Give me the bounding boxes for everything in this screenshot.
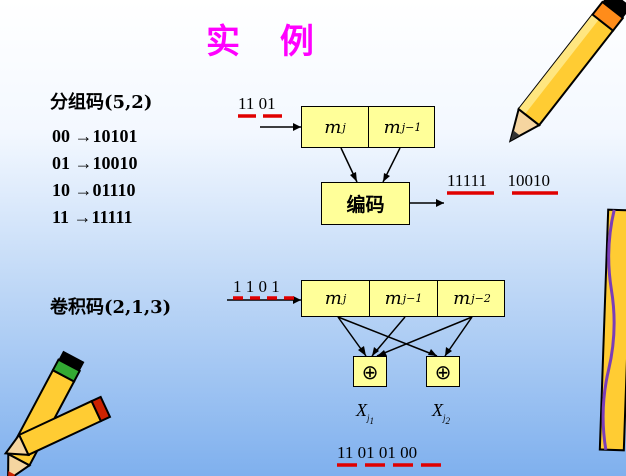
- block-code-label: 分组码(5,2): [50, 88, 152, 114]
- output-label-2: Xj2: [432, 400, 450, 425]
- mapping-output: 11111: [91, 207, 133, 227]
- mapping-output: 01110: [92, 180, 136, 200]
- mapping-row-3: 11 →11111: [52, 207, 133, 228]
- register-subscript: j: [342, 292, 347, 305]
- register-symbol: m: [324, 288, 342, 309]
- output-subscript: j: [367, 412, 370, 423]
- mapping-output: 10010: [92, 153, 138, 173]
- output-bit-pair: 00: [400, 443, 418, 462]
- conv-code-label-text: 卷积码: [50, 297, 104, 318]
- input-bit: 1: [271, 277, 280, 296]
- mapping-output: 10101: [92, 126, 138, 146]
- underline-marks: [233, 114, 558, 467]
- register-subscript: j−1: [402, 292, 423, 305]
- input-bit: 1: [245, 277, 255, 296]
- xor-adder-1: ⊕: [353, 356, 387, 387]
- output-bit-pair: 11: [337, 443, 354, 462]
- register-symbol: m: [383, 116, 401, 138]
- input-bit-group: 01: [258, 94, 276, 113]
- output-bit-pair: 01: [357, 443, 375, 462]
- output-subscript: j: [443, 412, 446, 423]
- mapping-input: 01: [52, 153, 70, 173]
- output-symbol: X: [432, 400, 443, 420]
- register-symbol: m: [324, 116, 342, 138]
- register-symbol: m: [453, 288, 471, 309]
- block-code-label-text: 分组码: [50, 92, 104, 113]
- conv-input-bits: 1 1 0 1: [233, 277, 280, 297]
- input-bit-group: 11: [238, 94, 255, 113]
- register-symbol: m: [384, 288, 402, 309]
- output-subsubscript: 1: [369, 415, 375, 426]
- conv-code-label: 卷积码(2,1,3): [50, 293, 171, 319]
- conv-output-bits: 11 01 01 00: [337, 443, 417, 463]
- output-symbol: X: [356, 400, 367, 420]
- block-input-bits: 11 01: [238, 94, 276, 114]
- mapping-input: 10: [52, 180, 70, 200]
- arrow-icon: →: [74, 180, 93, 200]
- mapping-row-0: 00 →10101: [52, 126, 138, 147]
- slide-title: 实 例: [206, 22, 328, 62]
- block-output-words: 11111 10010: [447, 171, 550, 191]
- input-bit: 0: [258, 277, 268, 296]
- register-subscript: j−1: [401, 120, 422, 134]
- output-word: 11111: [447, 171, 487, 190]
- arrow-icon: →: [74, 126, 93, 146]
- pencil-icon-top-right: [508, 0, 626, 143]
- mapping-row-1: 01 →10010: [52, 153, 138, 174]
- mapping-row-2: 10 →01110: [52, 180, 136, 201]
- register-subscript: j: [342, 120, 346, 134]
- arrow-icon: →: [74, 153, 93, 173]
- mapping-input: 00: [52, 126, 70, 146]
- arrow-icon: →: [73, 207, 92, 227]
- output-subsubscript: 2: [445, 415, 451, 426]
- xor-adder-2: ⊕: [426, 356, 460, 387]
- conv-code-params: (2,1,3): [104, 297, 172, 318]
- mapping-input: 11: [52, 207, 70, 227]
- encoder-box: 编码: [321, 182, 410, 225]
- pencil-icon-right-edge: [598, 208, 626, 452]
- input-bit: 1: [233, 277, 242, 296]
- pencil-icon-bottom-left-2: [3, 395, 112, 457]
- block-code-params: (5,2): [104, 92, 153, 113]
- output-word: 10010: [507, 171, 550, 190]
- output-label-1: Xj1: [356, 400, 374, 425]
- register-subscript: j−2: [471, 292, 491, 305]
- output-bit-pair: 01: [378, 443, 396, 462]
